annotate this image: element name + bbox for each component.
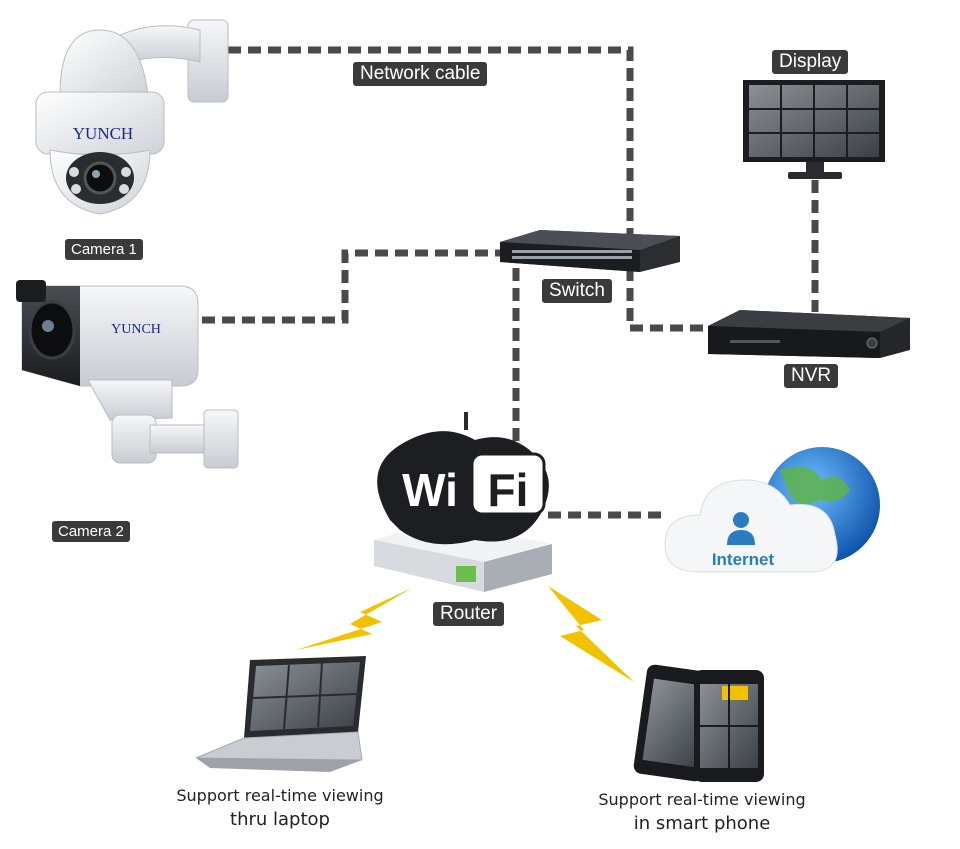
nvr-label: NVR [784, 364, 839, 388]
camera1-ptz-dome-icon: YUNCH [35, 19, 229, 215]
display-label: Display [772, 50, 849, 74]
cable-camera2-switch [202, 249, 505, 324]
camera1-brand: YUNCH [73, 124, 133, 143]
cable-camera1-switch [228, 46, 634, 245]
internet-cloud-icon: Internet [664, 447, 880, 573]
laptop-caption-line2: thru laptop [230, 809, 330, 830]
switch-label: Switch [542, 279, 612, 303]
phone-caption-line2: in smart phone [633, 813, 771, 834]
internet-label: Internet [712, 550, 775, 569]
phone-caption-line1: Support real-time viewing [598, 790, 806, 809]
camera2-label: Camera 2 [52, 521, 130, 542]
camera2-bullet-icon: YUNCH [16, 280, 239, 469]
wifi-text-left: Wi [402, 464, 458, 516]
camera2-brand: YUNCH [111, 322, 161, 337]
router-label: Router [433, 602, 505, 626]
camera1-label: Camera 1 [65, 239, 143, 260]
wifi-logo-icon: Wi Fi [377, 431, 549, 545]
laptop-caption-line1: Support real-time viewing [176, 786, 384, 805]
laptop-caption: Support real-time viewing thru laptop [160, 784, 400, 832]
network-cables [202, 46, 819, 519]
smart-phone-icon [633, 664, 764, 782]
wifi-text-right: Fi [488, 464, 529, 516]
laptop-icon [195, 656, 366, 772]
phone-caption: Support real-time viewing in smart phone [582, 788, 822, 836]
nvr-recorder-icon [708, 310, 910, 358]
wireless-lightning-left-icon [296, 588, 412, 650]
wireless-lightning-right-icon [548, 586, 634, 682]
switch-icon [500, 230, 680, 272]
display-monitor-icon [743, 80, 885, 179]
cable-switch-nvr [626, 268, 712, 332]
network-cable-label: Network cable [353, 62, 488, 86]
